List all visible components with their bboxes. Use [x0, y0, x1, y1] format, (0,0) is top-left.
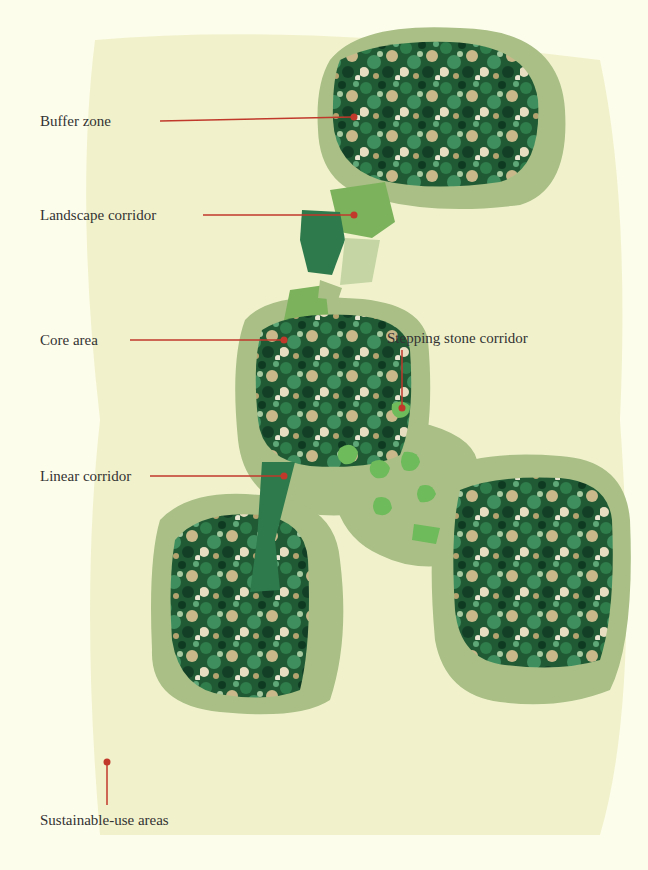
- zone-label: Stepping stone corridor: [387, 329, 528, 347]
- zone-label: Linear corridor: [40, 467, 131, 485]
- zone-label: Sustainable-use areas: [40, 811, 169, 829]
- zone-label: Core area: [40, 331, 98, 349]
- zone-label: Landscape corridor: [40, 206, 156, 224]
- zone-label: Buffer zone: [40, 112, 111, 130]
